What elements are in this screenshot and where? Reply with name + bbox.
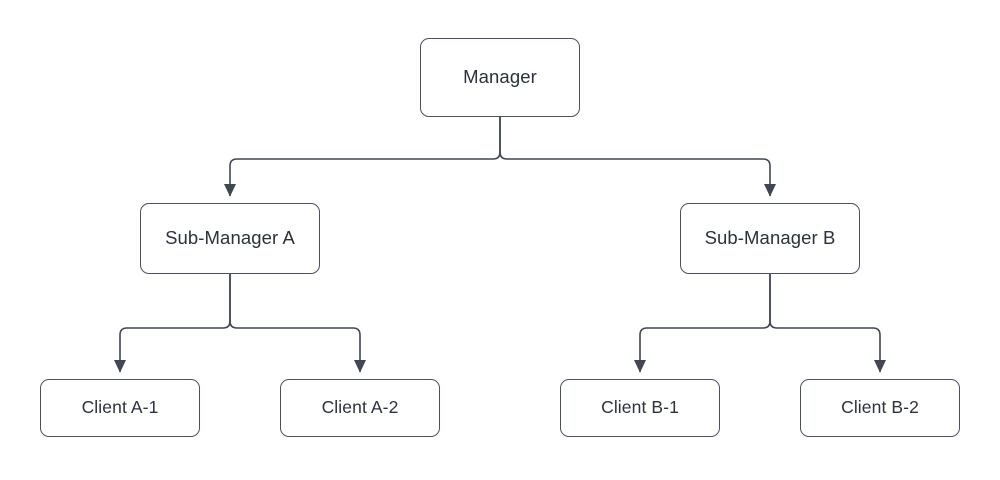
node-client-b-1[interactable]: Client B-1 xyxy=(560,379,720,437)
node-manager[interactable]: Manager xyxy=(420,38,580,117)
node-client-a-1-label: Client A-1 xyxy=(81,397,159,418)
node-client-b-1-label: Client B-1 xyxy=(601,397,679,418)
node-manager-label: Manager xyxy=(463,66,537,88)
edge-submgr-b-client-b2 xyxy=(769,274,887,373)
node-sub-manager-b[interactable]: Sub-Manager B xyxy=(680,203,860,274)
node-client-a-2[interactable]: Client A-2 xyxy=(280,379,440,437)
node-client-a-1[interactable]: Client A-1 xyxy=(40,379,200,437)
edge-submgr-a-client-a1 xyxy=(113,274,231,373)
node-client-b-2-label: Client B-2 xyxy=(841,397,919,418)
node-sub-manager-a[interactable]: Sub-Manager A xyxy=(140,203,320,274)
edge-submgr-b-client-b1 xyxy=(633,274,771,373)
node-sub-manager-b-label: Sub-Manager B xyxy=(704,227,836,249)
edge-manager-submgr-a xyxy=(223,117,501,197)
node-client-b-2[interactable]: Client B-2 xyxy=(800,379,960,437)
edge-submgr-a-client-a2 xyxy=(229,274,367,373)
edge-manager-submgr-b xyxy=(499,117,777,197)
node-sub-manager-a-label: Sub-Manager A xyxy=(165,227,295,249)
node-client-a-2-label: Client A-2 xyxy=(321,397,399,418)
